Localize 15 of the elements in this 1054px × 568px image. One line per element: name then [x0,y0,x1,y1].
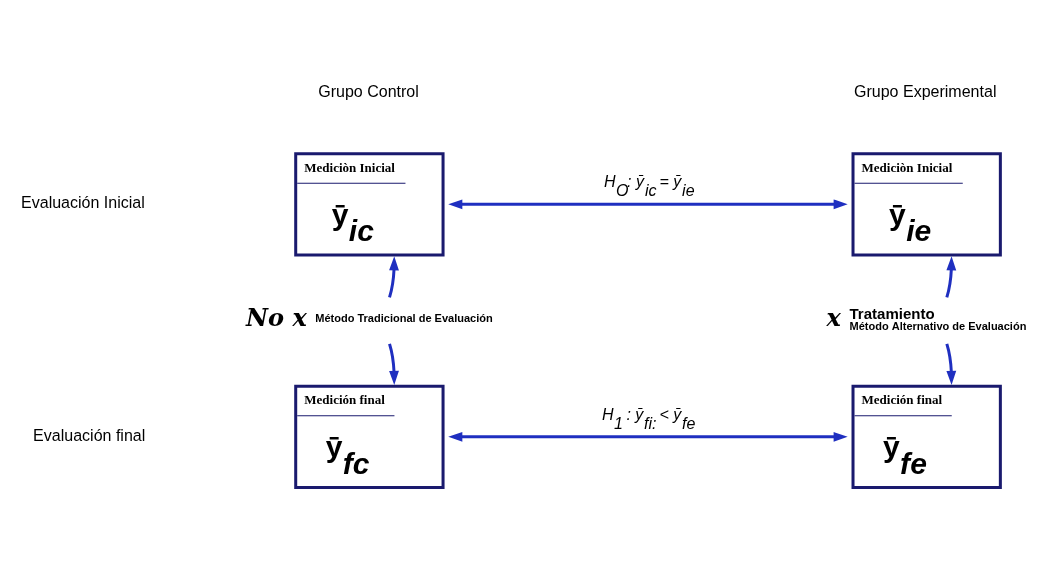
label: Grupo Control [318,81,419,100]
node-text: No x [246,302,307,332]
arrow [388,343,399,385]
label: Evaluación Inicial [21,193,145,212]
node-label: Tratamiento [849,304,935,322]
arrow [448,431,848,442]
node-label: Método Alternativo de Evaluación [849,320,1027,333]
label: Evaluación final [33,425,146,444]
node-text: x [826,302,841,332]
label: Grupo Experimental [854,81,997,100]
arrow [945,256,957,298]
arrow [945,343,957,385]
arrow [388,256,399,298]
node-label: Método Tradicional de Evaluación [315,312,493,325]
arrow [448,199,848,210]
